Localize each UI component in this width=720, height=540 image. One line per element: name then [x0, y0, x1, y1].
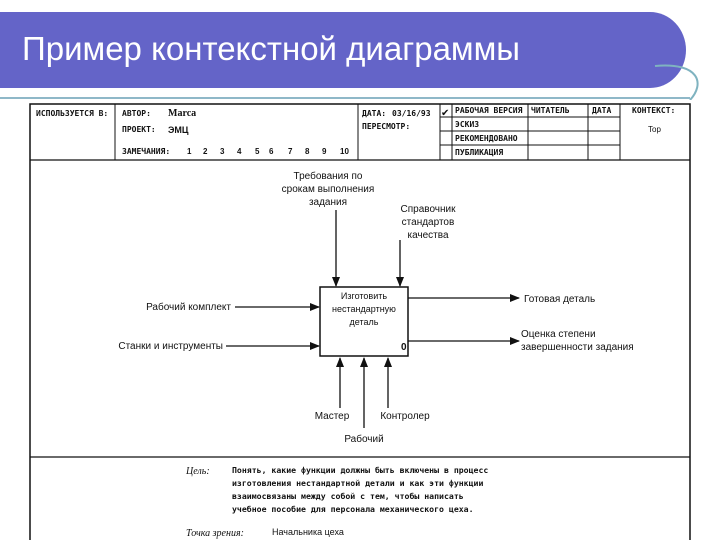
viewpoint-value: Начальника цеха — [272, 527, 344, 537]
notes-number: 4 — [237, 147, 242, 156]
project-label: ПРОЕКТ: — [122, 125, 156, 134]
date-label: ДАТА: — [362, 109, 386, 118]
notes-label: ЗАМЕЧАНИЯ: — [122, 147, 170, 156]
control-label-standards-3: качества — [407, 230, 448, 241]
project-value: ЭМЦ — [168, 125, 189, 135]
function-box — [319, 286, 409, 357]
function-label: Изготовить нестандартную деталь — [332, 291, 396, 327]
function-line-3: деталь — [350, 317, 379, 327]
diagram-frame — [29, 103, 691, 540]
author-label: АВТОР: — [122, 109, 151, 118]
output-label-completion-1: Оценка степени — [521, 329, 596, 340]
control-label-requirements-3: задания — [309, 197, 347, 208]
purpose-label: Цель: — [185, 466, 210, 477]
control-label-standards-1: Справочник — [401, 204, 457, 215]
notes-number: 3 — [220, 147, 225, 156]
context-label: КОНТЕКСТ: — [632, 106, 675, 115]
purpose-line-4: учебное пособие для персонала механическ… — [232, 504, 474, 514]
purpose-line-3: взаимосвязаны между собой с тем, чтобы н… — [232, 491, 464, 501]
input-label-machines: Станки и инструменты — [118, 341, 223, 352]
date-value: 03/16/93 — [392, 109, 431, 118]
notes-number: 7 — [288, 147, 293, 156]
form-header: ИСПОЛЬЗУЕТСЯ В: АВТОР: Marca ПРОЕКТ: ЭМЦ… — [36, 104, 675, 160]
context-value: Top — [648, 125, 661, 134]
status-publication: ПУБЛИКАЦИЯ — [455, 148, 503, 157]
mechanism-label-controller: Контролер — [380, 411, 430, 422]
notes-number: 1 — [187, 147, 192, 156]
notes-number: 10 — [340, 147, 349, 156]
output-label-finished-part: Готовая деталь — [524, 294, 595, 305]
review-label: ПЕРЕСМОТР: — [362, 122, 410, 131]
title-band — [0, 12, 699, 100]
used-at-label: ИСПОЛЬЗУЕТСЯ В: — [36, 109, 108, 118]
status-recommended: РЕКОМЕНДОВАНО — [455, 134, 518, 143]
notes-number: 9 — [322, 147, 327, 156]
status-draft: ЭСКИЗ — [455, 120, 479, 129]
control-label-standards-2: стандартов — [402, 217, 455, 228]
status-working: РАБОЧАЯ ВЕРСИЯ — [455, 106, 523, 115]
status-check: ✔ — [441, 108, 449, 119]
purpose-line-2: изготовления нестандартной детали и как … — [232, 478, 483, 488]
mechanism-label-worker: Рабочий — [344, 433, 383, 445]
control-label-requirements-1: Требования по — [294, 170, 363, 182]
reader-label: ЧИТАТЕЛЬ — [531, 106, 570, 115]
mechanism-label-master: Мастер — [315, 411, 350, 422]
function-line-1: Изготовить — [341, 291, 387, 301]
notes-number: 8 — [305, 147, 310, 156]
author-value: Marca — [168, 108, 196, 119]
notes-number: 5 — [255, 147, 260, 156]
reader-date-label: ДАТА — [592, 106, 611, 115]
input-label-work-kit: Рабочий комплект — [146, 301, 231, 313]
footer: Цель: Понять, какие функции должны быть … — [185, 465, 488, 539]
output-label-completion-2: завершенности задания — [521, 342, 634, 353]
title-band-shape — [0, 12, 686, 88]
function-number: 0 — [401, 342, 407, 353]
purpose-line-1: Понять, какие функции должны быть включе… — [232, 465, 488, 475]
viewpoint-label: Точка зрения: — [186, 528, 244, 539]
title-band-curve — [654, 64, 699, 100]
slide-title: Пример контекстной диаграммы — [22, 30, 521, 67]
function-line-2: нестандартную — [332, 304, 396, 314]
notes-number: 6 — [269, 147, 274, 156]
control-label-requirements-2: срокам выполнения — [282, 184, 375, 195]
notes-number: 2 — [203, 147, 208, 156]
